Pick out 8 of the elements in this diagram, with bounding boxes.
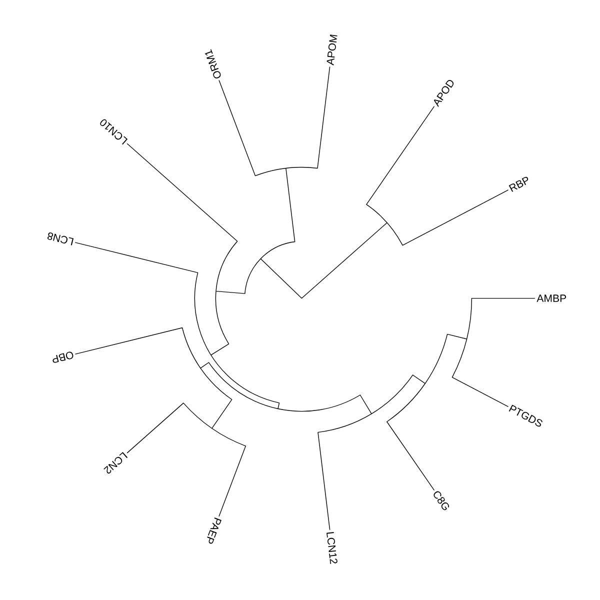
leaf-label: LCN8 xyxy=(47,232,74,246)
leaf-label: LCN12 xyxy=(326,532,338,564)
leaf-label: ORM1 xyxy=(205,49,221,78)
leaf-label: RBP xyxy=(508,176,528,192)
leaf-label: AMBP xyxy=(536,294,566,302)
leaf-label: OBP xyxy=(52,352,74,363)
leaf-label: PAEP xyxy=(207,518,222,544)
leaf-label: APOM xyxy=(326,34,338,66)
